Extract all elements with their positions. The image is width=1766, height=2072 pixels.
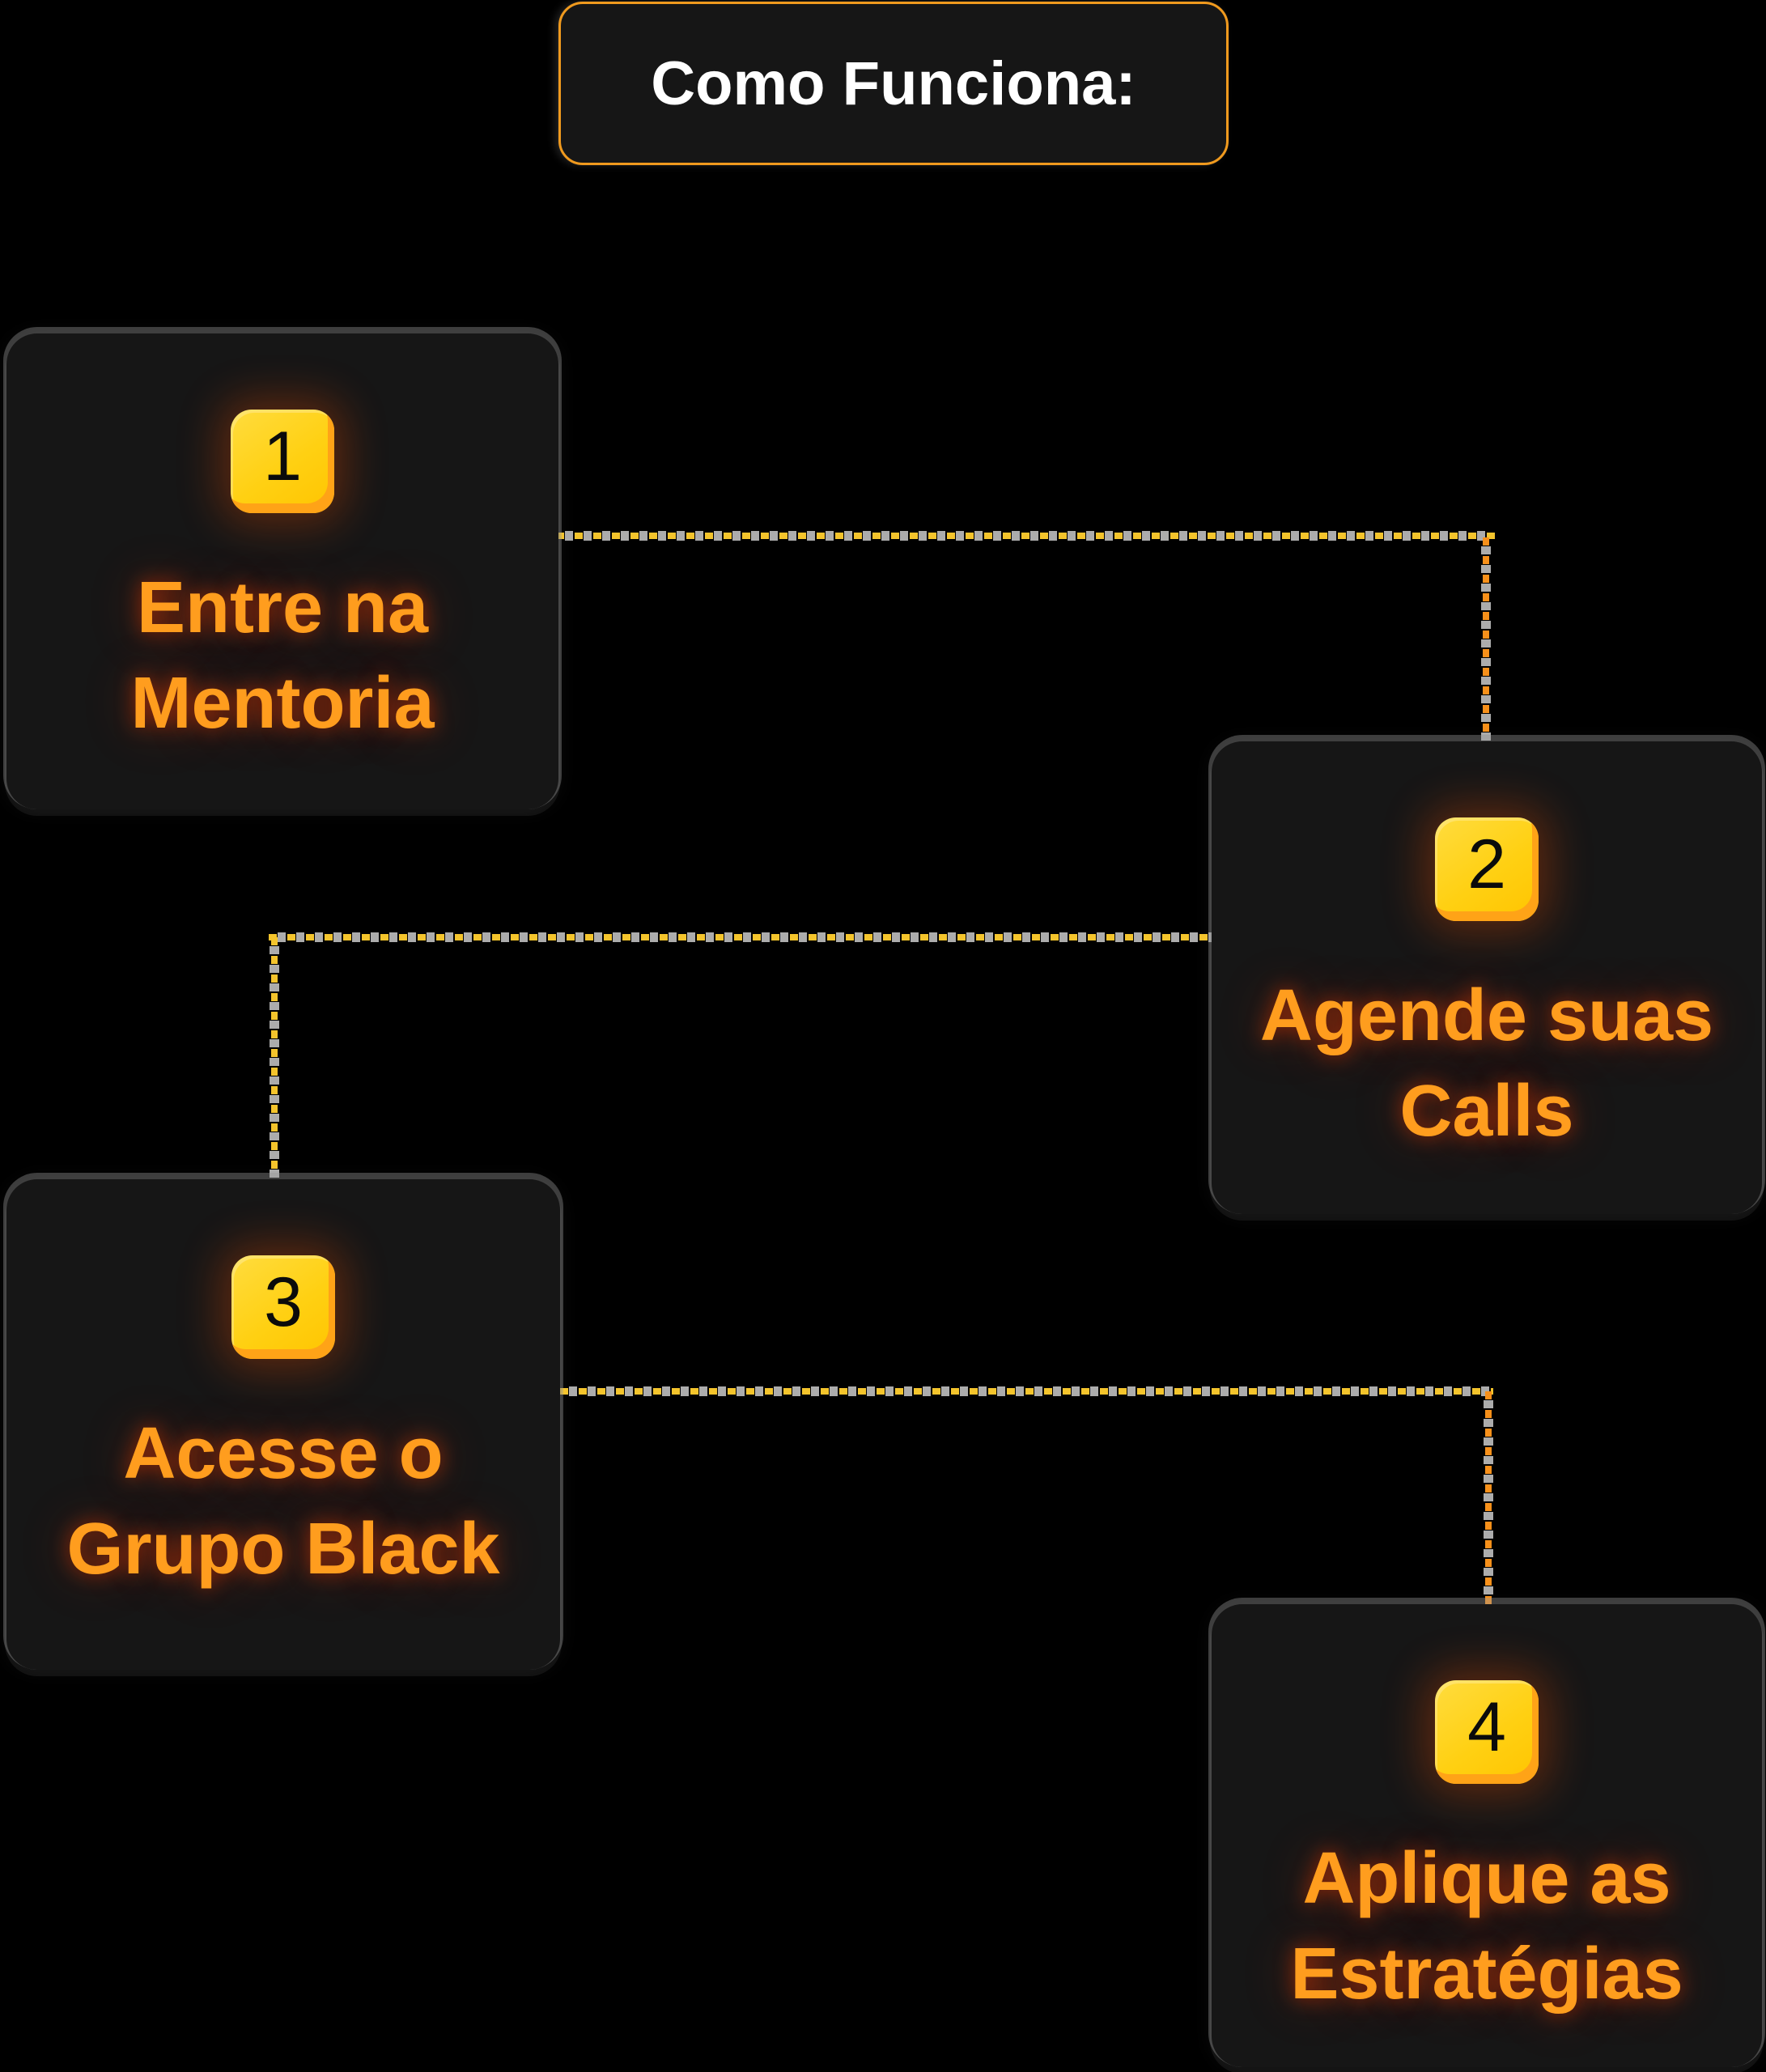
step-label: Aplique as Estratégias bbox=[1290, 1831, 1683, 2022]
step-label-line-1: Entre na bbox=[136, 567, 429, 648]
step-number: 1 bbox=[263, 418, 302, 495]
step-label: Entre na Mentoria bbox=[130, 560, 434, 751]
connector-dash-color-layer bbox=[560, 1388, 1493, 1395]
connector-dash-color-layer bbox=[1485, 1391, 1492, 1604]
step-card-4: 4 Aplique as Estratégias bbox=[1212, 1604, 1762, 2067]
step-label-line-2: Grupo Black bbox=[66, 1509, 500, 1590]
step-number-badge: 3 bbox=[231, 1255, 335, 1359]
connector-dash-color-layer bbox=[1483, 537, 1489, 741]
step-label-line-1: Acesse o bbox=[123, 1413, 444, 1494]
connector-dash-color-layer bbox=[271, 937, 278, 1179]
step-number: 3 bbox=[264, 1263, 303, 1341]
step-card-1: 1 Entre na Mentoria bbox=[6, 333, 558, 809]
step-number-badge: 2 bbox=[1435, 817, 1539, 921]
step-label-line-2: Mentoria bbox=[130, 663, 435, 744]
step-number: 4 bbox=[1467, 1688, 1506, 1766]
connector-1-vertical bbox=[1480, 537, 1492, 741]
step-card-3: 3 Acesse o Grupo Black bbox=[6, 1179, 560, 1670]
connector-3-vertical bbox=[1483, 1391, 1494, 1604]
step-number-badge: 1 bbox=[231, 410, 334, 513]
title-box: Como Funciona: bbox=[558, 2, 1229, 165]
step-label: Acesse o Grupo Black bbox=[66, 1406, 499, 1597]
step-card-2: 2 Agende suas Calls bbox=[1212, 741, 1762, 1214]
connector-2-vertical bbox=[269, 937, 280, 1179]
step-label: Agende suas Calls bbox=[1260, 968, 1713, 1159]
step-label-line-2: Calls bbox=[1399, 1071, 1574, 1152]
title-text: Como Funciona: bbox=[651, 49, 1136, 118]
step-label-line-2: Estratégias bbox=[1290, 1934, 1683, 2015]
connector-3-horizontal bbox=[560, 1386, 1493, 1397]
step-label-line-1: Aplique as bbox=[1302, 1838, 1671, 1919]
step-label-line-1: Agende suas bbox=[1259, 975, 1714, 1056]
connector-1-horizontal bbox=[556, 530, 1495, 541]
connector-2-horizontal bbox=[269, 932, 1212, 943]
step-number: 2 bbox=[1467, 826, 1506, 903]
step-number-badge: 4 bbox=[1435, 1680, 1539, 1784]
connector-dash-color-layer bbox=[269, 934, 1212, 940]
connector-dash-color-layer bbox=[556, 533, 1495, 539]
